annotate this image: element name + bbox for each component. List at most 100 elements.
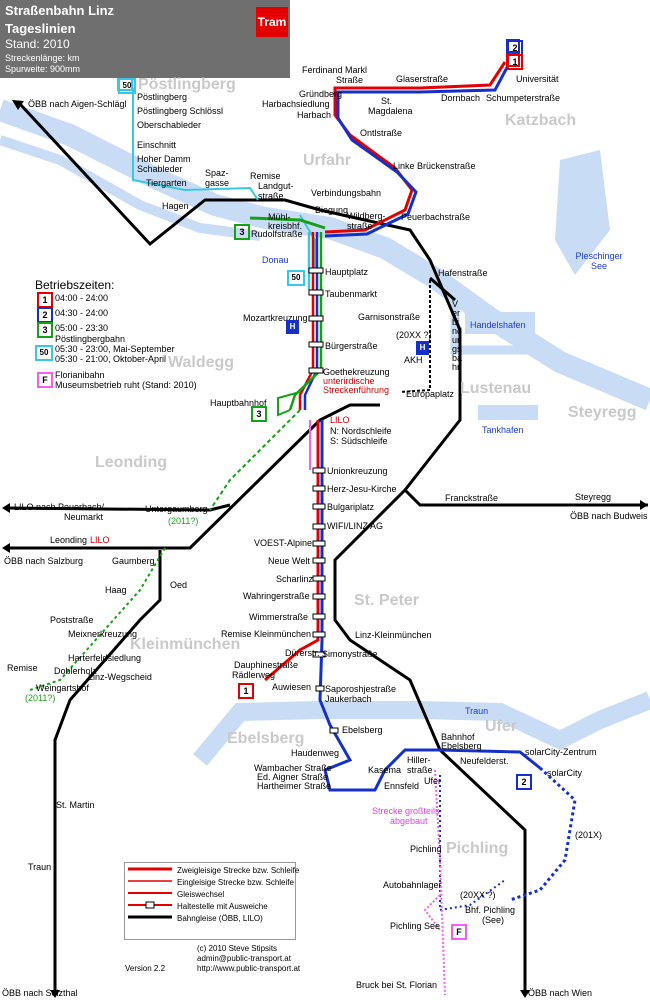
stop-label: Universität — [516, 74, 559, 84]
rail-hafen — [429, 276, 456, 302]
line-2-north — [324, 61, 512, 238]
stop-label: Strecke großteils — [372, 806, 440, 816]
district-label: Lustenau — [460, 380, 532, 397]
stop-label: (20XX ?) — [396, 330, 432, 340]
line-50b — [299, 214, 316, 270]
arrow-e — [640, 500, 648, 510]
hours-text: 05:00 - 23:30 — [55, 323, 109, 333]
rail-muehlkreis — [18, 102, 527, 995]
stop-label: Simonystraße — [322, 649, 378, 659]
stop-label: Doblerholz — [54, 666, 98, 676]
stop-label: unterirdische — [323, 376, 375, 386]
stop-mozartkreuzung — [308, 315, 324, 322]
map-subtitle: Tageslinien — [5, 21, 76, 36]
district-label: Ufer — [485, 718, 518, 735]
rail-link-label: ÖBB nach Aigen-Schlägl — [28, 99, 127, 109]
stop-label: Traun — [28, 862, 52, 872]
map-title: Straßenbahn Linz — [5, 3, 115, 18]
stop-label: Pichling See — [390, 921, 441, 931]
stop-label: Hauptbahnhof — [210, 398, 267, 408]
stop-hauptplatz — [308, 267, 324, 274]
stop-label: Remise Kleinmünchen — [221, 629, 312, 639]
district-label: Pichling — [446, 840, 509, 857]
stop-label: Auwiesen — [272, 682, 312, 692]
stop-label: kreisbhf. — [268, 221, 303, 231]
stop-label: Dornbach — [441, 93, 481, 103]
contact-email[interactable]: admin@public-transport.at — [197, 954, 291, 963]
stop-label: Unionkreuzung — [327, 466, 388, 476]
route-badge-3: 3 — [251, 406, 267, 422]
arrow-w-lilo — [2, 503, 10, 513]
stop-label: Autobahnlager — [383, 880, 442, 890]
stop-label: Kasema — [368, 765, 402, 775]
stop-bulgariplatz — [312, 503, 326, 510]
rail-link-label: ÖBB nach Salzburg — [4, 556, 84, 566]
stop-wifi — [312, 523, 326, 530]
rail-link-label: ÖBB nach Budweis — [570, 511, 648, 521]
hours-badge-2: 2 — [37, 307, 53, 323]
stop-label: straße — [347, 221, 373, 231]
hours-text: 04:30 - 24:00 — [55, 308, 109, 318]
route-badge-3: 3 — [234, 224, 250, 240]
stop-label: Verbindungsbahn — [452, 299, 463, 372]
stop-label: Leonding — [50, 535, 88, 545]
handelshafen — [465, 312, 535, 334]
gauge: Spurweite: 900mm — [5, 64, 81, 74]
stop-label: Meixnerkreuzung — [68, 629, 138, 639]
trunk-green — [288, 232, 323, 411]
stop-label: Scharlinz — [276, 574, 314, 584]
hours-text: 05:30 - 21:00, Oktober-April — [55, 354, 167, 364]
river-traun — [193, 691, 650, 766]
stop-label: Hoher Damm — [137, 154, 191, 164]
stop-label: Saporoshjestraße — [325, 684, 397, 694]
stop-label: Straße — [336, 75, 364, 85]
district-label: Kleinmünchen — [130, 636, 241, 653]
stop-label: (2011?) — [25, 693, 56, 703]
south-blue — [318, 420, 541, 792]
south-red — [264, 420, 320, 682]
line-3-west — [209, 409, 301, 511]
hospital-icon: H — [286, 320, 299, 334]
stop-label: Hartheimer Straße — [257, 781, 332, 791]
stop-label: Glaserstraße — [396, 74, 449, 84]
stop-label: Dürerstr. — [285, 648, 320, 658]
stop-ebelsberg — [329, 727, 339, 734]
hours-badge-F: F — [37, 372, 53, 388]
stop-label: abgebaut — [390, 816, 428, 826]
stop-label: Ferdinand Markl — [302, 65, 368, 75]
rail-west — [6, 403, 380, 550]
stop-label: gasse — [205, 178, 230, 188]
hours-title: Betriebszeiten: — [35, 278, 115, 292]
legend: Zweigleisige Strecke bzw. Schleife Eingl… — [124, 862, 300, 940]
legend-item: Zweigleisige Strecke bzw. Schleife — [177, 866, 300, 875]
stop-label: LILO — [330, 415, 350, 425]
stop-label: Bahnhof — [441, 732, 475, 742]
hours-badge-50: 50 — [35, 345, 53, 361]
line-2-future-b — [439, 775, 506, 912]
hours-badge-3: 3 — [37, 322, 53, 338]
stop-buergerstrasse — [308, 341, 324, 348]
stop-label: Schumpeterstraße — [486, 93, 561, 103]
stop-label: Bulgariplatz — [327, 502, 375, 512]
stop-label: (See) — [482, 915, 505, 925]
stop-label: Europaplatz — [406, 389, 455, 399]
stop-herzjesu — [312, 485, 326, 492]
water-label: Handelshafen — [470, 320, 526, 330]
stop-label: Mühl- — [268, 212, 291, 222]
stop-label: Biegung — [315, 205, 349, 215]
line-2-future — [509, 766, 577, 902]
copyright: (c) 2010 Steve Stipsits — [197, 944, 278, 953]
operating-hours: Betriebszeiten: — [35, 278, 114, 292]
stop-label: Wahringerstraße — [243, 591, 310, 601]
route-badge-2: 2 — [516, 774, 532, 790]
stop-label: Oberschableder — [137, 120, 202, 130]
stop-label: Haudenweg — [291, 748, 340, 758]
arrow-s-selzthal — [50, 990, 60, 998]
florianibahn-2 — [423, 894, 441, 931]
website-link[interactable]: http://www.public-transport.at — [197, 964, 301, 973]
stop-label: St. Martin — [56, 800, 95, 810]
district-label: Steyregg — [568, 404, 637, 421]
map-header: Straßenbahn Linz Tageslinien Stand: 2010… — [0, 0, 290, 78]
stop-label: Schableder — [137, 164, 183, 174]
